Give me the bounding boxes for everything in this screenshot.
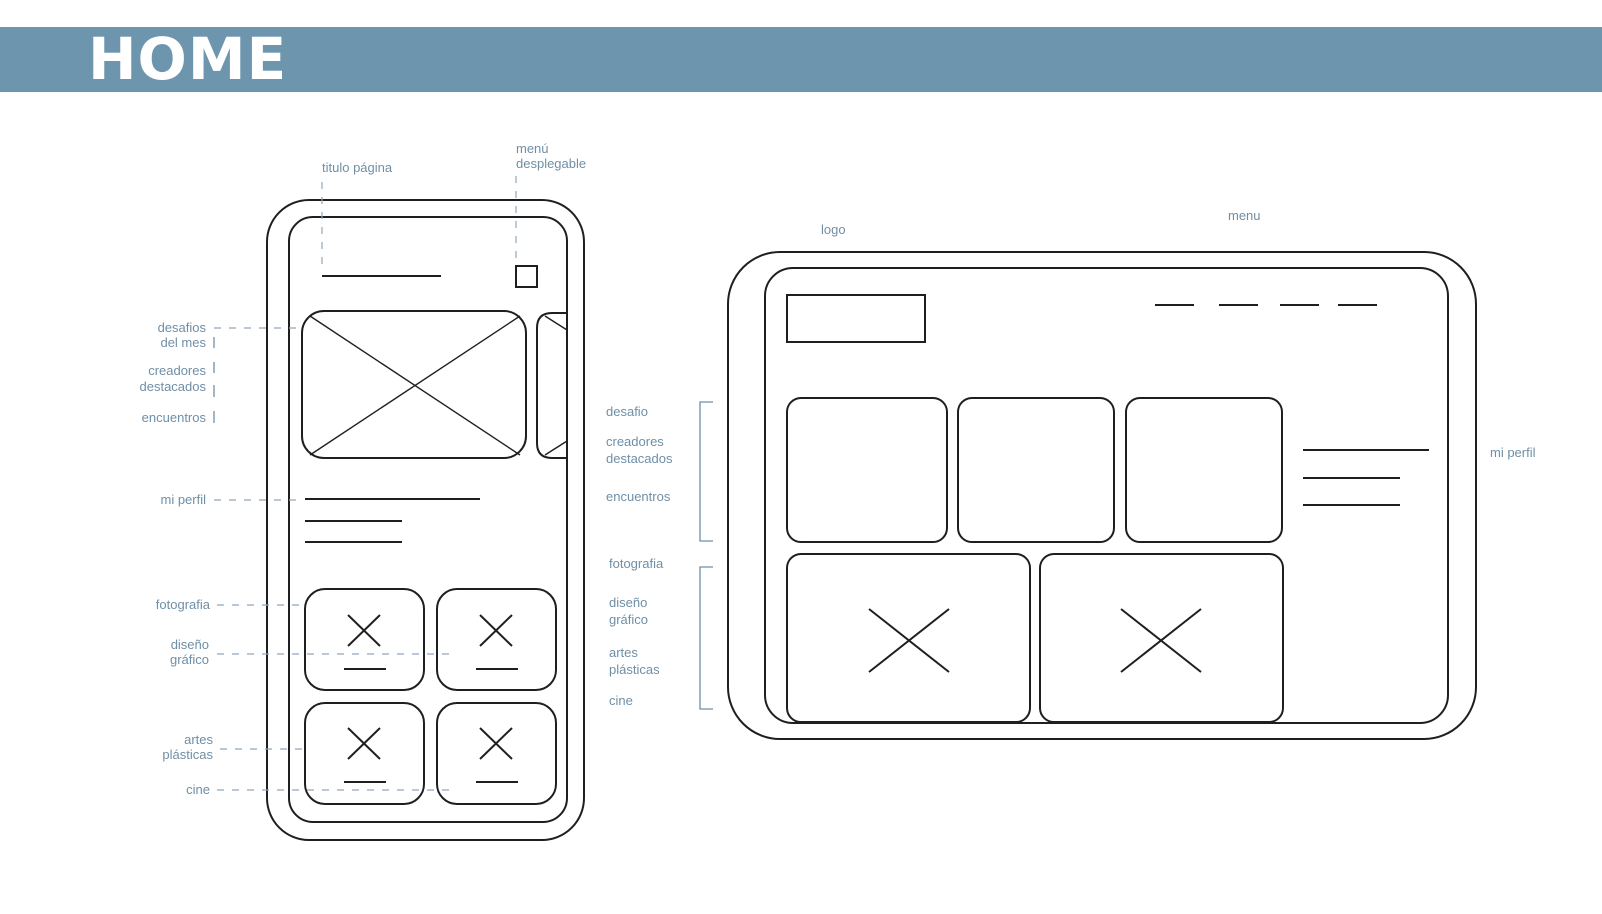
label-diseno-1-desktop: diseño [609, 595, 647, 610]
mobile-carousel-next-image [536, 312, 568, 459]
mobile-tile-artes [304, 702, 425, 805]
desktop-card-encuentros [1125, 397, 1283, 543]
label-artes-2-desktop: plásticas [609, 662, 660, 677]
label-creadores-1-desktop: creadores [606, 434, 664, 449]
label-menu-1: menú [516, 141, 549, 156]
label-cine-desktop: cine [609, 693, 633, 708]
label-desafios-2: del mes [160, 335, 206, 350]
mobile-tile-diseno [436, 588, 557, 691]
label-logo: logo [821, 222, 846, 237]
desktop-category-card-2 [1039, 553, 1284, 723]
label-creadores-2-desktop: destacados [606, 451, 673, 466]
mobile-screen [288, 216, 568, 823]
label-artes-1-desktop: artes [609, 645, 638, 660]
label-mi-perfil-desktop: mi perfil [1490, 445, 1536, 460]
desktop-card-desafio [786, 397, 948, 543]
page-title: HOME [88, 25, 288, 93]
label-diseno-1-mobile: diseño [171, 637, 209, 652]
desktop-category-card-1 [786, 553, 1031, 723]
label-fotografia-mobile: fotografia [156, 597, 211, 612]
label-creadores-2: destacados [140, 379, 207, 394]
desktop-outer-frame [727, 251, 1477, 740]
label-encuentros-desktop: encuentros [606, 489, 671, 504]
label-titulo-pagina: titulo página [322, 160, 393, 175]
mobile-tile-fotografia [304, 588, 425, 691]
mobile-menu-icon [515, 265, 538, 288]
label-cine-mobile: cine [186, 782, 210, 797]
label-menu-2: desplegable [516, 156, 586, 171]
mobile-tile-cine [436, 702, 557, 805]
desktop-screen [764, 267, 1449, 724]
desktop-wireframe: logo menu mi perfil desafio creadores de… [606, 208, 1536, 740]
mobile-outer-frame [266, 199, 585, 841]
desktop-card-creadores [957, 397, 1115, 543]
label-creadores-1: creadores [148, 363, 206, 378]
label-encuentros: encuentros [142, 410, 207, 425]
label-diseno-2-mobile: gráfico [170, 652, 209, 667]
label-mi-perfil-mobile: mi perfil [160, 492, 206, 507]
bracket-bottom-group [699, 566, 713, 710]
header-banner: HOME [0, 27, 1602, 92]
bracket-top-group [699, 401, 713, 542]
desktop-logo-box [786, 294, 926, 343]
mobile-carousel-image [301, 310, 527, 459]
label-artes-1-mobile: artes [184, 732, 213, 747]
label-diseno-2-desktop: gráfico [609, 612, 648, 627]
label-fotografia-desktop: fotografia [609, 556, 664, 571]
mobile-wireframe: titulo página menú desplegable desafios … [140, 141, 586, 841]
label-artes-2-mobile: plásticas [162, 747, 213, 762]
label-desafios-1: desafios [158, 320, 207, 335]
label-desafio-desktop: desafio [606, 404, 648, 419]
label-menu-desktop: menu [1228, 208, 1261, 223]
